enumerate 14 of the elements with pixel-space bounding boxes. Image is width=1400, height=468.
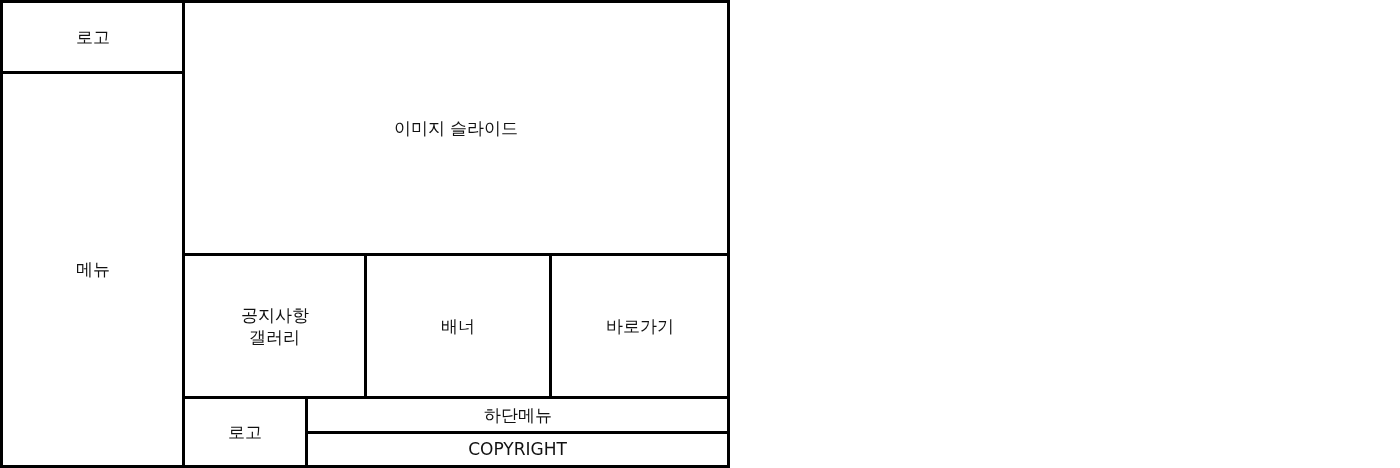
region-label: 메뉴	[75, 258, 110, 281]
layout-region	[0, 71, 185, 468]
region-label: 하단메뉴	[483, 403, 552, 427]
region-label: 공지사항	[240, 303, 309, 326]
region-label: 갤러리	[249, 326, 300, 349]
region-label: COPYRIGHT	[468, 438, 567, 461]
region-label: 이미지 슬라이드	[393, 116, 519, 140]
region-label: 로고	[228, 420, 262, 444]
region-label: 로고	[75, 25, 110, 49]
layout-region	[305, 431, 730, 468]
region-label: 바로가기	[605, 314, 674, 338]
region-label: 배너	[441, 314, 475, 338]
layout-region	[0, 0, 185, 74]
layout-region	[182, 0, 730, 256]
